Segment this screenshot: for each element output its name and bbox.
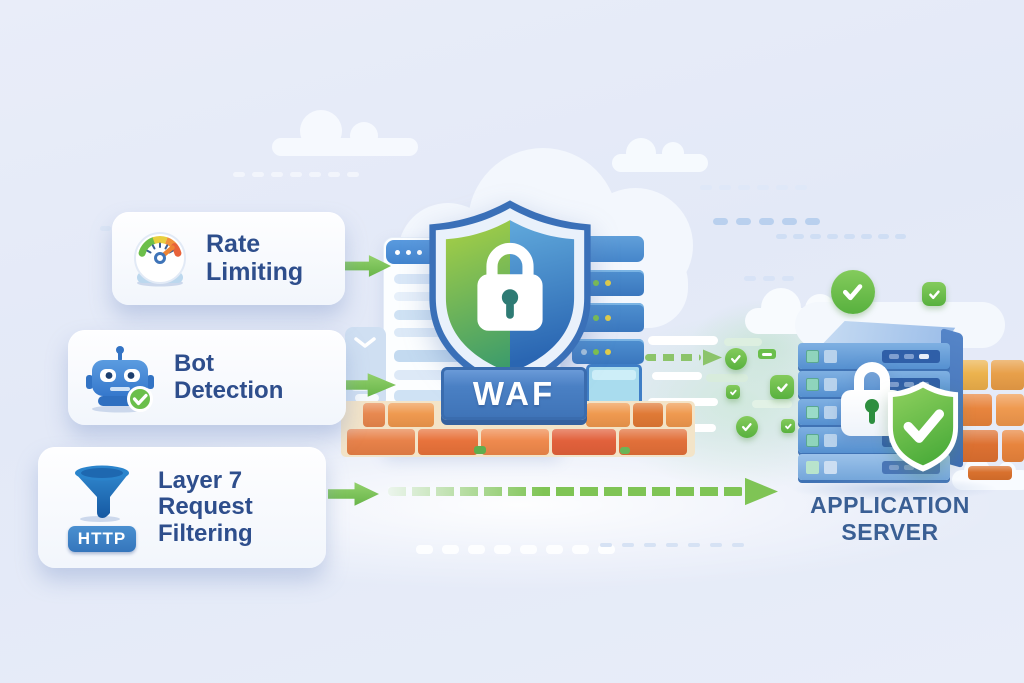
check-icon [781,419,795,433]
brick [552,429,616,455]
window-dot-icon [417,249,422,255]
dash-decoration [776,234,906,239]
feature-label: Layer 7 Request Filtering [158,466,253,547]
check-icon [725,348,747,370]
check-icon [770,375,794,399]
brick [388,403,434,427]
grass-tuft [620,447,630,454]
stream-bar [752,400,792,408]
brick [347,429,415,455]
side-panel [345,327,386,407]
brick [996,394,1024,426]
status-led [593,280,599,286]
status-led [605,348,611,355]
brick [418,429,478,455]
check-icon [726,385,740,399]
dash-fade [388,487,588,496]
stream-bar [648,336,718,345]
brick [481,429,549,455]
check-icon [736,416,758,438]
arrow-icon [328,482,379,506]
feature-label: Bot Detection [174,350,284,404]
arrowhead-icon [703,349,722,366]
feature-card-bot-detection: Bot Detection [68,330,346,425]
http-badge: HTTP [67,525,137,552]
waf-banner: WAF [441,367,587,420]
check-icon [922,282,946,306]
feature-card-rate-limiting: Rate Limiting [112,212,345,305]
brick [958,360,988,390]
brick [666,403,692,427]
status-led [605,280,611,286]
feature-card-layer7-filtering: HTTP Layer 7 Request Filtering [38,447,326,568]
dashed-arrow [645,354,701,361]
brick [363,403,385,427]
dash-badge [758,349,776,359]
gauge-icon [134,231,186,286]
status-led [605,314,611,321]
grass-tuft [474,446,486,454]
brick [991,360,1024,390]
stream-bar [706,374,748,382]
dash-decoration [713,218,820,225]
waf-label: WAF [472,374,556,412]
brick [633,403,663,427]
window-dot-icon [395,249,400,255]
status-led [581,348,587,355]
stream-bar [724,338,762,346]
funnel-icon [75,465,129,522]
dash-decoration [600,543,744,547]
green-shield-check-icon [887,381,959,472]
brick [586,403,630,427]
dash-decoration [700,185,807,190]
shield-lock-icon [429,200,591,393]
dash-decoration [233,172,359,177]
chevron-down-icon [354,337,376,348]
stream-bar [652,372,702,380]
application-server-label: APPLICATION SERVER [810,492,970,545]
dash-decoration [744,276,794,281]
robot-check-icon [86,345,154,412]
brick [1002,430,1024,462]
status-led [593,348,599,355]
dash-decoration [416,545,615,554]
feature-label: Rate Limiting [206,230,304,286]
status-led [593,314,599,321]
window-dot-icon [406,249,411,255]
